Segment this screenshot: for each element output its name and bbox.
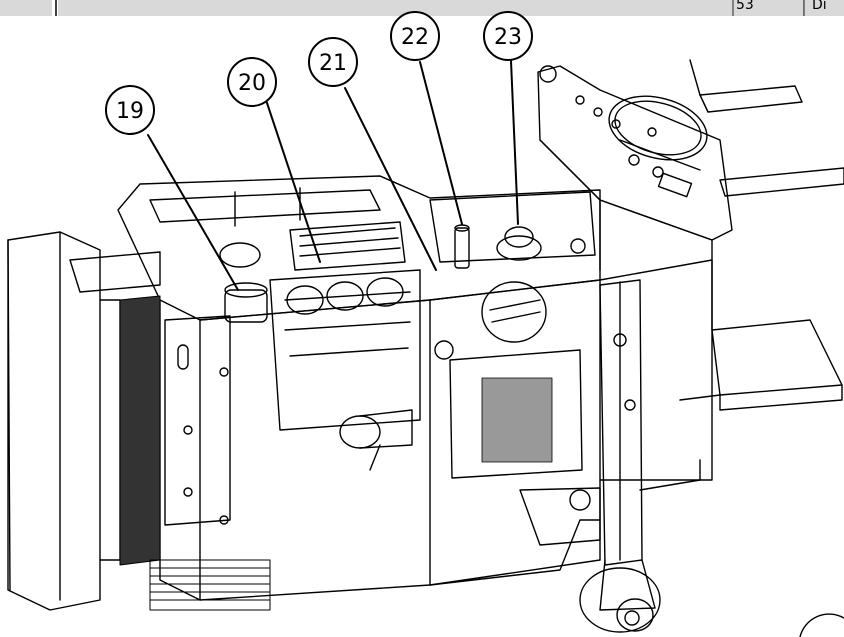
air-filter xyxy=(219,242,268,323)
table-cell-desc-text: Di xyxy=(812,0,827,13)
callout-22-leader xyxy=(419,61,463,225)
callout-20-label: 20 xyxy=(238,71,266,96)
steering-wheel xyxy=(608,95,708,161)
engine-block xyxy=(269,221,421,471)
callout-23-leader xyxy=(510,60,519,225)
table-cell-middle xyxy=(58,0,732,16)
lower-plates xyxy=(149,559,271,611)
handlebar-arms xyxy=(689,59,844,197)
table-cell-number-text: 53 xyxy=(736,0,754,13)
next-callout-partial xyxy=(799,613,844,637)
callout-20: 20 xyxy=(227,57,277,107)
callout-20-leader xyxy=(265,99,321,263)
support-leg xyxy=(579,279,661,633)
table-cell-left xyxy=(0,0,52,16)
table-cell-desc xyxy=(805,0,844,16)
table-header-strip: 53 Di xyxy=(0,0,844,16)
callout-22-label: 22 xyxy=(401,25,429,50)
filler-caps xyxy=(454,224,586,269)
callout-19: 19 xyxy=(105,85,155,135)
service-door xyxy=(434,281,583,479)
control-panel xyxy=(537,65,733,331)
callout-21-label: 21 xyxy=(319,51,347,76)
callout-23: 23 xyxy=(483,11,533,61)
machine-body xyxy=(117,175,713,601)
callout-19-label: 19 xyxy=(116,99,144,124)
side-platform xyxy=(679,319,843,411)
callout-22: 22 xyxy=(390,11,440,61)
left-cover xyxy=(164,315,231,526)
radiator-grille xyxy=(119,295,161,566)
callout-21: 21 xyxy=(308,37,358,87)
callout-23-label: 23 xyxy=(494,25,522,50)
door-grille xyxy=(481,377,553,463)
callout-21-leader xyxy=(344,87,437,271)
table-cell-number xyxy=(734,0,804,16)
callout-19-leader xyxy=(147,134,239,291)
undercarriage xyxy=(429,459,701,586)
